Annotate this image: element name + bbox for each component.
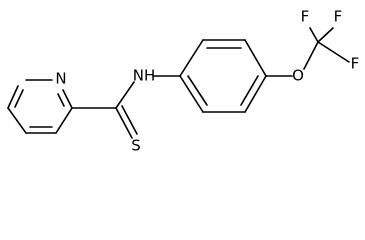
bond-thiocarbon-s xyxy=(115,107,133,139)
bond-thiocarbon-nh xyxy=(115,81,135,109)
atom-label-fluorine-top-left: F xyxy=(301,8,310,26)
bond-b6-b1 xyxy=(179,75,204,113)
bond-c1-c2 xyxy=(7,85,19,109)
atom-label-pyridine-n: N xyxy=(55,70,66,88)
bond-c2-c3 xyxy=(7,107,27,134)
bond-b4-b5-inner xyxy=(240,75,259,106)
bond-b4-b5 xyxy=(244,75,267,113)
chemical-structure: N NH S O F F F xyxy=(7,8,359,155)
bond-cf3-f-top-right xyxy=(317,27,334,43)
atom-labels: N NH S O F F F xyxy=(55,8,359,155)
atom-label-fluorine-top-right: F xyxy=(334,8,343,26)
benzene-ring xyxy=(152,39,267,113)
bond-b1-b2 xyxy=(179,39,204,77)
pyridine-ring xyxy=(7,79,73,134)
bond-cf3-f-top-left xyxy=(309,27,319,43)
atom-label-ether-o: O xyxy=(292,67,304,85)
bond-c1-c2-inner xyxy=(14,89,24,108)
atom-label-thione-s: S xyxy=(131,137,141,155)
bond-cf3-f-right xyxy=(317,41,350,63)
bond-b6-b1-inner xyxy=(187,75,208,106)
trifluoromethoxy-group xyxy=(265,27,350,77)
thioamide-linker xyxy=(71,81,138,139)
atom-label-fluorine-right: F xyxy=(351,55,360,73)
bond-b3-b4 xyxy=(244,39,267,77)
bond-c4-c5 xyxy=(55,107,73,134)
bond-o-cf3 xyxy=(303,41,319,70)
atom-label-amide-nh: NH xyxy=(133,67,156,85)
bond-c5-n-inner xyxy=(57,93,65,107)
bond-thiocarbon-s-double xyxy=(121,105,138,135)
bond-c5-n xyxy=(62,89,73,109)
